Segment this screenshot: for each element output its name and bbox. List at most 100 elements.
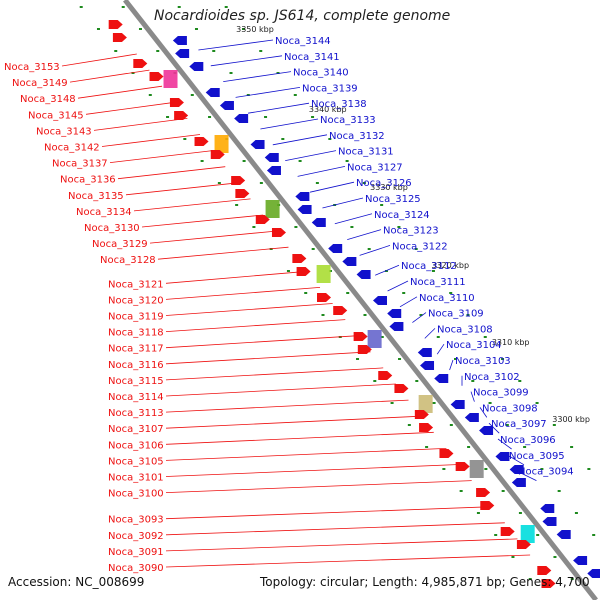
left-gene-leader [165,554,531,568]
left-gene-leader [165,522,505,536]
colored-gene-block [469,460,484,478]
track-dot-outer-right [535,402,539,404]
reverse-gene-arrow [266,166,281,175]
forward-gene-arrow [353,332,368,341]
right-gene-label: Noca_3125 [365,194,421,205]
track-dot-inner-right [194,28,198,30]
right-gene-label: Noca_3132 [329,131,385,142]
track-dot-inner-right [488,402,492,404]
track-dot-inner-right [523,446,527,448]
track-dot-outer-right [587,468,591,470]
track-dot-outer-left [79,6,83,8]
track-dot-outer-right [483,336,487,338]
left-gene-leader [77,85,163,99]
ruler-label: 3310 kbp [492,338,530,347]
left-gene-leader [165,335,358,349]
track-dot-inner-right [557,490,561,492]
track-dot-outer-right [570,446,574,448]
left-gene-leader [165,351,371,365]
right-gene-leader [497,438,512,450]
left-gene-leader [93,118,188,131]
left-gene-leader [165,383,396,397]
forward-gene-arrow [108,20,123,29]
right-gene-label: Noca_3138 [311,99,367,110]
track-dot-outer-right [224,6,228,8]
right-gene-label: Noca_3124 [374,210,430,221]
left-gene-label: Noca_3120 [108,295,164,306]
track-dot-inner-left [138,28,142,30]
right-gene-label: Noca_3109 [428,309,484,320]
left-gene-leader [101,134,201,147]
track-dot-inner-left [570,578,574,580]
left-gene-label: Noca_3128 [100,255,156,266]
right-gene-label: Noca_3126 [356,178,412,189]
forward-gene-arrow [500,527,515,536]
reverse-gene-arrow [328,244,343,253]
colored-gene-block [367,330,382,348]
left-gene-label: Noca_3143 [36,126,92,137]
forward-gene-arrow [210,150,225,159]
track-dot-inner-right [264,116,268,118]
left-gene-label: Noca_3148 [20,94,76,105]
reverse-gene-arrow [205,88,220,97]
forward-gene-arrow [455,462,470,471]
reverse-gene-arrow [542,517,557,526]
reverse-gene-arrow [450,400,465,409]
right-gene-leader [347,229,382,240]
right-gene-label: Noca_3127 [347,162,403,173]
right-gene-label: Noca_3110 [419,293,475,304]
left-gene-label: Noca_3153 [4,62,60,73]
track-dot-inner-right [367,248,371,250]
left-gene-label: Noca_3130 [84,223,140,234]
ruler-label: 3300 kbp [552,415,590,424]
left-gene-leader [165,448,447,461]
forward-gene-arrow [133,59,148,68]
track-dot-inner-right [298,160,302,162]
reverse-gene-arrow [295,192,310,201]
right-gene-label: Noca_3099 [473,388,529,399]
track-dot-inner-right [454,358,458,360]
left-gene-leader [109,150,213,163]
track-dot-inner-right [592,534,596,536]
right-gene-leader [412,312,427,323]
left-gene-leader [165,480,472,493]
forward-gene-arrow [271,228,286,237]
left-gene-leader [165,506,493,520]
reverse-gene-arrow [464,413,479,422]
left-gene-label: Noca_3129 [92,239,148,250]
right-gene-leader [235,87,301,98]
colored-gene-block [316,265,331,283]
left-gene-label: Noca_3105 [108,456,164,467]
right-gene-label: Noca_3098 [482,403,538,414]
track-dot-inner-left [398,358,402,360]
reverse-gene-arrow [234,114,249,123]
reverse-gene-arrow [389,322,404,331]
left-gene-leader [165,319,346,332]
reverse-gene-arrow [175,49,190,58]
left-gene-label: Noca_3134 [76,207,132,218]
track-dot-inner-left [467,446,471,448]
forward-gene-arrow [476,488,491,497]
left-gene-label: Noca_3090 [108,563,164,574]
track-dot-outer-left [373,380,377,382]
track-dot-inner-left [242,160,246,162]
reverse-gene-arrow [587,569,600,578]
track-dot-outer-right [241,28,245,30]
track-dot-inner-right [177,6,181,8]
reverse-gene-arrow [342,257,357,266]
track-dot-inner-right [402,292,406,294]
right-gene-leader [375,264,400,276]
right-gene-leader [449,359,454,371]
track-dot-outer-left [235,204,239,206]
track-dot-outer-right [362,182,366,184]
right-gene-leader [399,296,418,308]
track-dot-outer-left [459,490,463,492]
right-gene-leader [470,391,475,402]
track-dot-outer-left [131,72,135,74]
left-gene-label: Noca_3149 [12,78,68,89]
left-gene-leader [157,246,289,260]
track-dot-inner-right [436,336,440,338]
colored-gene-block [418,395,433,413]
left-gene-label: Noca_3136 [60,175,116,186]
colored-gene-block [265,200,280,218]
